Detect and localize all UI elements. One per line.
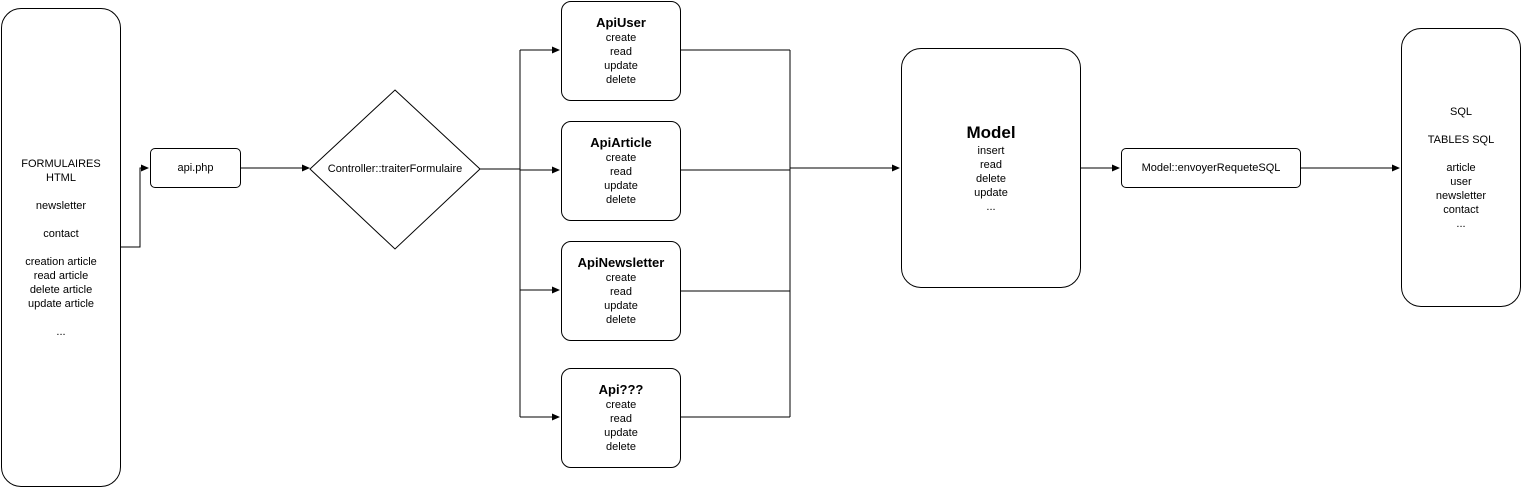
- formulaires-line: contact: [43, 227, 79, 240]
- api-user-update: update: [604, 60, 638, 72]
- api-newsletter-node[interactable]: ApiNewsletter create read update delete: [561, 241, 681, 341]
- formulaires-line: read article: [33, 269, 89, 282]
- formulaires-line: FORMULAIRES: [21, 157, 101, 170]
- controller-diamond[interactable]: [309, 89, 481, 250]
- api-user-node[interactable]: ApiUser create read update delete: [561, 1, 681, 101]
- api-article-read: read: [609, 166, 633, 178]
- sql-line: ...: [1456, 217, 1466, 230]
- api-user-delete: delete: [606, 74, 636, 86]
- model-node[interactable]: Model insert read delete update ...: [901, 48, 1081, 288]
- api-user-read: read: [609, 46, 633, 58]
- model-delete: delete: [976, 173, 1006, 185]
- api-user-title: ApiUser: [596, 15, 646, 30]
- envoyer-requete-sql-label: Model::envoyerRequeteSQL: [1141, 162, 1281, 174]
- model-title: Model: [966, 123, 1016, 142]
- api-article-delete: delete: [606, 194, 636, 206]
- api-unknown-update: update: [604, 427, 638, 439]
- api-unknown-create: create: [605, 399, 637, 411]
- api-newsletter-read: read: [609, 286, 633, 298]
- api-newsletter-delete: delete: [606, 314, 636, 326]
- sql-spacer: [1428, 119, 1494, 133]
- api-newsletter-create: create: [605, 272, 637, 284]
- sql-line: user: [1450, 175, 1472, 188]
- api-newsletter-title: ApiNewsletter: [577, 255, 665, 270]
- api-article-node[interactable]: ApiArticle create read update delete: [561, 121, 681, 221]
- formulaires-line: update article: [27, 297, 95, 310]
- api-article-update: update: [604, 180, 638, 192]
- api-php-node[interactable]: api.php: [150, 148, 241, 188]
- formulaires-spacer: [21, 185, 100, 199]
- sql-line: newsletter: [1435, 189, 1487, 202]
- sql-line: article: [1446, 161, 1476, 174]
- formulaires-line: newsletter: [35, 199, 87, 212]
- formulaires-line: creation article: [25, 255, 97, 268]
- formulaires-line: HTML: [46, 171, 76, 184]
- sql-line: TABLES SQL: [1427, 133, 1495, 146]
- model-more: ...: [986, 201, 996, 213]
- api-unknown-read: read: [609, 413, 633, 425]
- envoyer-requete-sql-node[interactable]: Model::envoyerRequeteSQL: [1121, 148, 1301, 188]
- api-unknown-delete: delete: [606, 441, 636, 453]
- api-newsletter-update: update: [604, 300, 638, 312]
- model-read: read: [979, 159, 1003, 171]
- formulaires-spacer: [21, 311, 100, 325]
- sql-line: SQL: [1449, 105, 1472, 118]
- formulaires-spacer: [21, 213, 100, 227]
- sql-line: contact: [1443, 203, 1479, 216]
- api-unknown-node[interactable]: Api??? create read update delete: [561, 368, 681, 468]
- api-article-create: create: [605, 152, 637, 164]
- sql-spacer: [1428, 147, 1494, 161]
- model-insert: insert: [977, 145, 1005, 157]
- api-unknown-title: Api???: [598, 382, 644, 397]
- api-user-create: create: [605, 32, 637, 44]
- formulaires-spacer: [21, 241, 100, 255]
- api-article-title: ApiArticle: [590, 135, 652, 150]
- controller-label: Controller::traiterFormulaire: [327, 163, 463, 175]
- formulaires-line: delete article: [29, 283, 93, 296]
- edge-formulaires-to-api-php: [121, 164, 149, 248]
- model-update: update: [974, 187, 1008, 199]
- formulaires-line: ...: [56, 325, 66, 338]
- api-php-label: api.php: [177, 162, 214, 174]
